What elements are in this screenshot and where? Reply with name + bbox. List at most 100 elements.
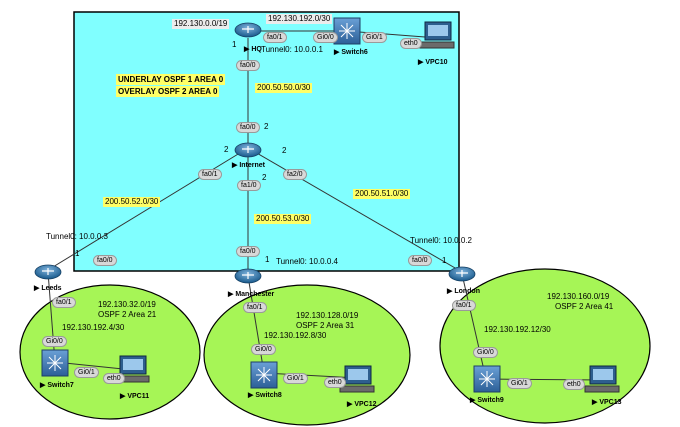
switch7-shape [41,349,69,377]
vpc13-name: VPC13 [599,399,622,406]
vpc10-name: VPC10 [425,59,448,66]
switch8-gi00-port[interactable]: Gi0/0 [251,344,276,355]
switch7-gi01-port[interactable]: Gi0/1 [74,367,99,378]
manchester-site-area [203,284,411,426]
internet-router-label[interactable]: ▶ Internet [232,162,265,169]
wan-area-box [73,11,460,272]
leeds-internet-subnet: 200.50.52.0/30 [103,197,161,207]
internet-top-area-number: 2 [264,122,269,131]
hq-lan-subnet: 192.130.0.0/19 [172,19,230,29]
london-router-label[interactable]: ▶ London [447,288,480,295]
hq-fa00-port[interactable]: fa0/0 [236,60,260,71]
leeds-fa01-port[interactable]: fa0/1 [52,297,76,308]
switch8-shape [250,361,278,389]
london-fa00-port[interactable]: fa0/0 [408,255,432,266]
vpc13-eth0-port[interactable]: eth0 [563,379,585,390]
vpc13-shape [584,365,620,393]
switch9-shape [473,365,501,393]
manchester-lan-subnet: 192.130.128.0/19 [296,311,359,320]
router-manchester-shape [234,268,262,284]
hq-area-number: 1 [232,40,237,49]
switch9-gi00-port[interactable]: Gi0/0 [473,347,498,358]
leeds-switch-subnet: 192.130.192.4/30 [62,323,125,332]
internet-fa10-port[interactable]: fa1/0 [237,180,261,191]
internet-fa01-port[interactable]: fa0/1 [198,169,222,180]
router-london-shape [448,266,476,282]
link-internet-leeds [47,147,249,271]
manchester-area-number: 1 [265,255,270,264]
internet-bottom-area-number: 2 [262,173,267,182]
link-internet-london [247,147,463,273]
manchester-switch-subnet: 192.130.192.8/30 [264,331,327,340]
vpc10-eth0-port[interactable]: eth0 [400,38,422,49]
vpc10-label[interactable]: ▶ VPC10 [418,59,448,66]
switch9-gi01-port[interactable]: Gi0/1 [507,378,532,389]
manchester-router-name: Manchester [235,291,275,298]
hq-router-label[interactable]: ▶ HQ [244,46,262,53]
switch8-gi01-port[interactable]: Gi0/1 [283,373,308,384]
internet-router-name: Internet [239,162,265,169]
link-london-switch9 [461,273,487,380]
vpc11-eth0-port[interactable]: eth0 [103,373,125,384]
leeds-site-area [19,284,201,420]
manchester-fa01-port[interactable]: fa0/1 [243,302,267,313]
vpc11-name: VPC11 [127,393,150,400]
link-leeds-switch7 [47,271,56,363]
vpc12-label[interactable]: ▶ VPC12 [347,401,377,408]
leeds-router-name: Leeds [41,285,62,292]
hq-switch-subnet: 192.130.192.0/30 [266,14,333,24]
switch8-name: Switch8 [255,392,282,399]
link-switch6-vpc10 [345,30,439,39]
london-fa01-port[interactable]: fa0/1 [452,300,476,311]
london-area-number: 1 [442,256,447,265]
internet-fa00-port[interactable]: fa0/0 [236,122,260,133]
london-tunnel: Tunnel0: 10.0.0.2 [410,236,472,245]
link-manchester-switch8 [247,275,265,374]
switch6-gi00-port[interactable]: Gi0/0 [313,32,338,43]
switch6-label[interactable]: ▶ Switch6 [334,49,368,56]
internet-right-area-number: 2 [282,146,287,155]
vpc12-shape [339,365,375,393]
london-ospf-area: OSPF 2 Area 41 [555,302,614,311]
hq-tunnel: Tunnel0: 10.0.0.1 [261,45,323,54]
switch7-gi00-port[interactable]: Gi0/0 [42,336,67,347]
switch9-name: Switch9 [477,397,504,404]
router-leeds-shape [34,264,62,280]
london-internet-subnet: 200.50.51.0/30 [353,189,411,199]
manchester-internet-subnet: 200.50.53.0/30 [254,214,312,224]
leeds-lan-subnet: 192.130.32.0/19 [98,300,156,309]
london-lan-subnet: 192.130.160.0/19 [547,292,610,301]
hq-router-name: HQ [251,46,262,53]
switch9-label[interactable]: ▶ Switch9 [470,397,504,404]
manchester-fa00-port[interactable]: fa0/0 [236,246,260,257]
manchester-tunnel: Tunnel0: 10.0.0.4 [276,257,338,266]
switch8-label[interactable]: ▶ Switch8 [248,392,282,399]
leeds-ospf-area: OSPF 2 Area 21 [98,310,157,319]
underlay-banner: UNDERLAY OSPF 1 AREA 0 [116,74,226,85]
hq-internet-subnet: 200.50.50.0/30 [255,83,313,93]
leeds-router-label[interactable]: ▶ Leeds [34,285,62,292]
leeds-area-number: 1 [75,249,80,258]
hq-fa01-port[interactable]: fa0/1 [263,32,287,43]
vpc12-eth0-port[interactable]: eth0 [324,377,346,388]
london-router-name: London [454,288,480,295]
vpc11-shape [114,355,150,383]
leeds-fa00-port[interactable]: fa0/0 [93,255,117,266]
switch6-shape [333,17,361,45]
leeds-tunnel: Tunnel0: 10.0.0.3 [46,232,108,241]
vpc13-label[interactable]: ▶ VPC13 [592,399,622,406]
switch7-label[interactable]: ▶ Switch7 [40,382,74,389]
internet-fa20-port[interactable]: fa2/0 [283,169,307,180]
vpc11-label[interactable]: ▶ VPC11 [120,393,150,400]
manchester-router-label[interactable]: ▶ Manchester [228,291,275,298]
overlay-banner: OVERLAY OSPF 2 AREA 0 [116,86,220,97]
router-internet-shape [234,142,262,158]
internet-left-area-number: 2 [224,145,229,154]
switch6-gi01-port[interactable]: Gi0/1 [362,32,387,43]
switch7-name: Switch7 [47,382,74,389]
switch6-name: Switch6 [341,49,368,56]
router-hq-shape [234,22,262,38]
london-switch-subnet: 192.130.192.12/30 [484,325,551,334]
